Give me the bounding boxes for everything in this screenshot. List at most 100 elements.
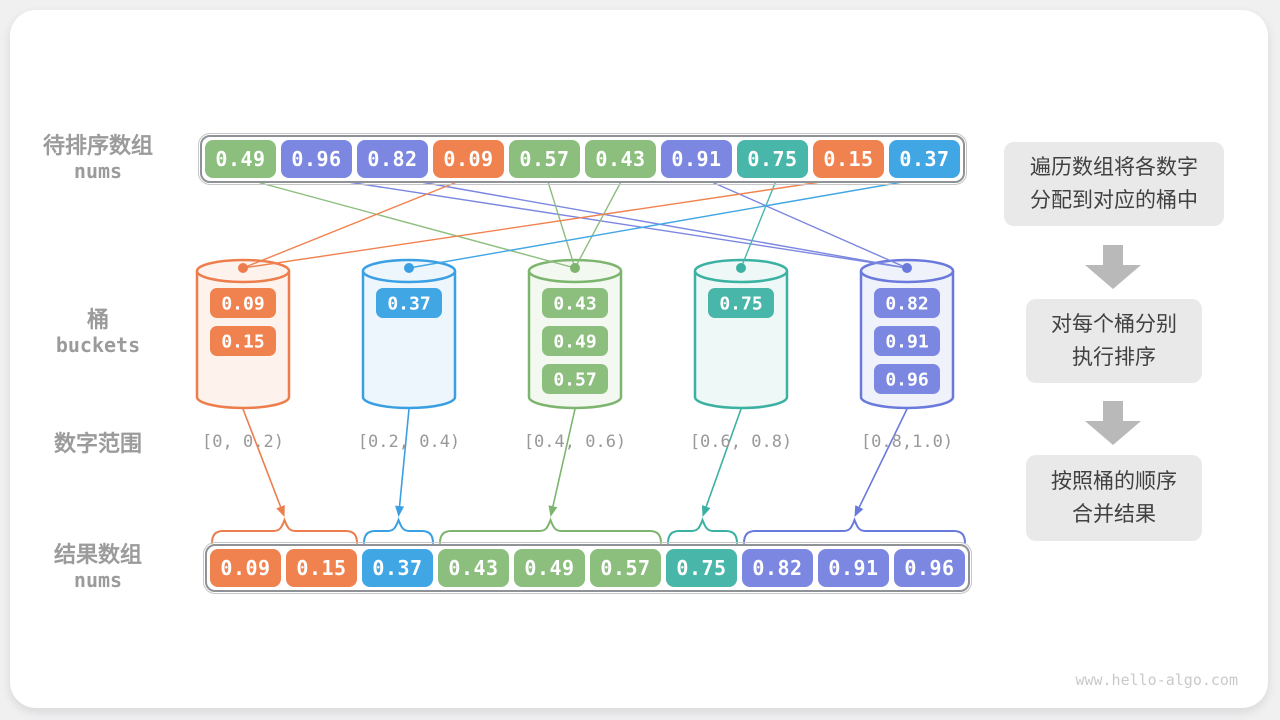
step-box-sort: 对每个桶分别 执行排序 [1026, 299, 1202, 383]
bucket-value-chip [542, 326, 608, 356]
distribute-line [408, 176, 932, 269]
label-result-array-en: nums [73, 568, 123, 592]
bucket-value-text: 0.82 [885, 294, 928, 315]
step-text: 对每个桶分别 [1051, 313, 1177, 336]
bucket-range-label: [0.4, 0.6) [523, 432, 627, 452]
distribute-line [545, 176, 576, 269]
bucket-range-label: [0, 0.2) [202, 432, 284, 452]
bucket-dot [238, 263, 248, 273]
result-array-cell: 0.49 [514, 549, 585, 587]
bucket-value-chip [874, 364, 940, 394]
result-array-cell: 0.75 [666, 549, 737, 587]
result-array-cell: 0.96 [894, 549, 965, 587]
input-array-cell: 0.75 [737, 140, 808, 178]
label-result-array-zh: 结果数组 [53, 542, 142, 567]
input-array-cell: 0.49 [205, 140, 276, 178]
distribute-line [392, 176, 908, 269]
step-text: 遍历数组将各数字 [1030, 156, 1198, 179]
result-array-cell: 0.37 [362, 549, 433, 587]
merge-arrow-line [398, 408, 410, 507]
distribute-line [242, 176, 855, 269]
label-input-array-en: nums [73, 159, 123, 183]
merge-arrow-line [858, 408, 908, 508]
bucket-value-chip [210, 288, 276, 318]
bucket-value-chip [542, 364, 608, 394]
input-array-cell: 0.43 [585, 140, 656, 178]
input-array-cell: 0.37 [889, 140, 960, 178]
label-input-array: 待排序数组 nums [8, 133, 188, 184]
bucket-value-text: 0.49 [553, 332, 596, 353]
bucket-value-chip [708, 288, 774, 318]
result-group-brace [363, 517, 434, 544]
bucket-dot [404, 263, 414, 273]
step-text: 按照桶的顺序 [1051, 470, 1177, 493]
bucket-value-text: 0.57 [553, 370, 596, 391]
merge-arrow-line [242, 408, 282, 508]
result-array-cell: 0.15 [286, 549, 357, 587]
step-text: 合并结果 [1072, 503, 1156, 526]
result-array-cell: 0.91 [818, 549, 889, 587]
step-text: 执行排序 [1072, 346, 1156, 369]
input-array-cell: 0.91 [661, 140, 732, 178]
label-input-array-zh: 待排序数组 [42, 133, 153, 158]
result-group-brace [743, 517, 966, 544]
input-array-cell: 0.57 [509, 140, 580, 178]
down-arrow-icon [1085, 401, 1141, 445]
bucket-value-text: 0.43 [553, 294, 596, 315]
merge-arrow-line [552, 408, 576, 507]
input-array-cell: 0.82 [357, 140, 428, 178]
merge-arrow-head [395, 505, 405, 517]
bucket-value-text: 0.75 [719, 294, 762, 315]
result-array-cell: 0.82 [742, 549, 813, 587]
distribute-line [700, 176, 908, 269]
merge-arrow-head [548, 505, 558, 517]
label-number-range-zh: 数字范围 [53, 431, 142, 456]
merge-arrow-line [705, 408, 742, 507]
input-array-cell: 0.09 [433, 140, 504, 178]
bucket-range-label: [0.6, 0.8) [689, 432, 793, 452]
distribute-line [574, 176, 625, 269]
bucket-range-label: [0.2, 0.4) [357, 432, 461, 452]
bucket-value-text: 0.09 [221, 294, 264, 315]
distribute-line [238, 176, 576, 269]
distribute-line [242, 176, 470, 269]
distribute-line [315, 176, 908, 269]
input-array-cell: 0.96 [281, 140, 352, 178]
merge-arrow-head [701, 505, 711, 517]
bucket-value-chip [542, 288, 608, 318]
label-number-range: 数字范围 [8, 431, 188, 457]
result-group-brace [211, 517, 358, 544]
result-array-cell: 0.57 [590, 549, 661, 587]
label-result-array: 结果数组 nums [8, 542, 188, 593]
bucket-value-text: 0.37 [387, 294, 430, 315]
label-buckets-zh: 桶 [86, 307, 109, 332]
step-box-merge: 按照桶的顺序 合并结果 [1026, 455, 1202, 541]
bucket-value-chip [874, 288, 940, 318]
watermark: www.hello-algo.com [1075, 671, 1238, 689]
bucket-value-chip [376, 288, 442, 318]
result-array-cell: 0.43 [438, 549, 509, 587]
input-array-cell: 0.15 [813, 140, 884, 178]
bucket-value-chip [210, 326, 276, 356]
result-group-brace [439, 517, 662, 544]
bucket-dot [902, 263, 912, 273]
bucket-value-chip [874, 326, 940, 356]
step-box-distribute: 遍历数组将各数字 分配到对应的桶中 [1004, 142, 1224, 226]
result-array-cell: 0.09 [210, 549, 281, 587]
label-buckets-en: buckets [55, 333, 141, 357]
bucket-dot [570, 263, 580, 273]
bucket-value-text: 0.91 [885, 332, 928, 353]
result-group-brace [667, 517, 738, 544]
label-buckets: 桶 buckets [8, 307, 188, 358]
bucket-value-text: 0.96 [885, 370, 928, 391]
merge-arrow-head [276, 505, 285, 517]
bucket-value-text: 0.15 [221, 332, 264, 353]
down-arrow-icon [1085, 245, 1141, 289]
step-text: 分配到对应的桶中 [1030, 189, 1198, 212]
distribute-line [740, 176, 779, 269]
merge-arrow-head [854, 505, 864, 517]
